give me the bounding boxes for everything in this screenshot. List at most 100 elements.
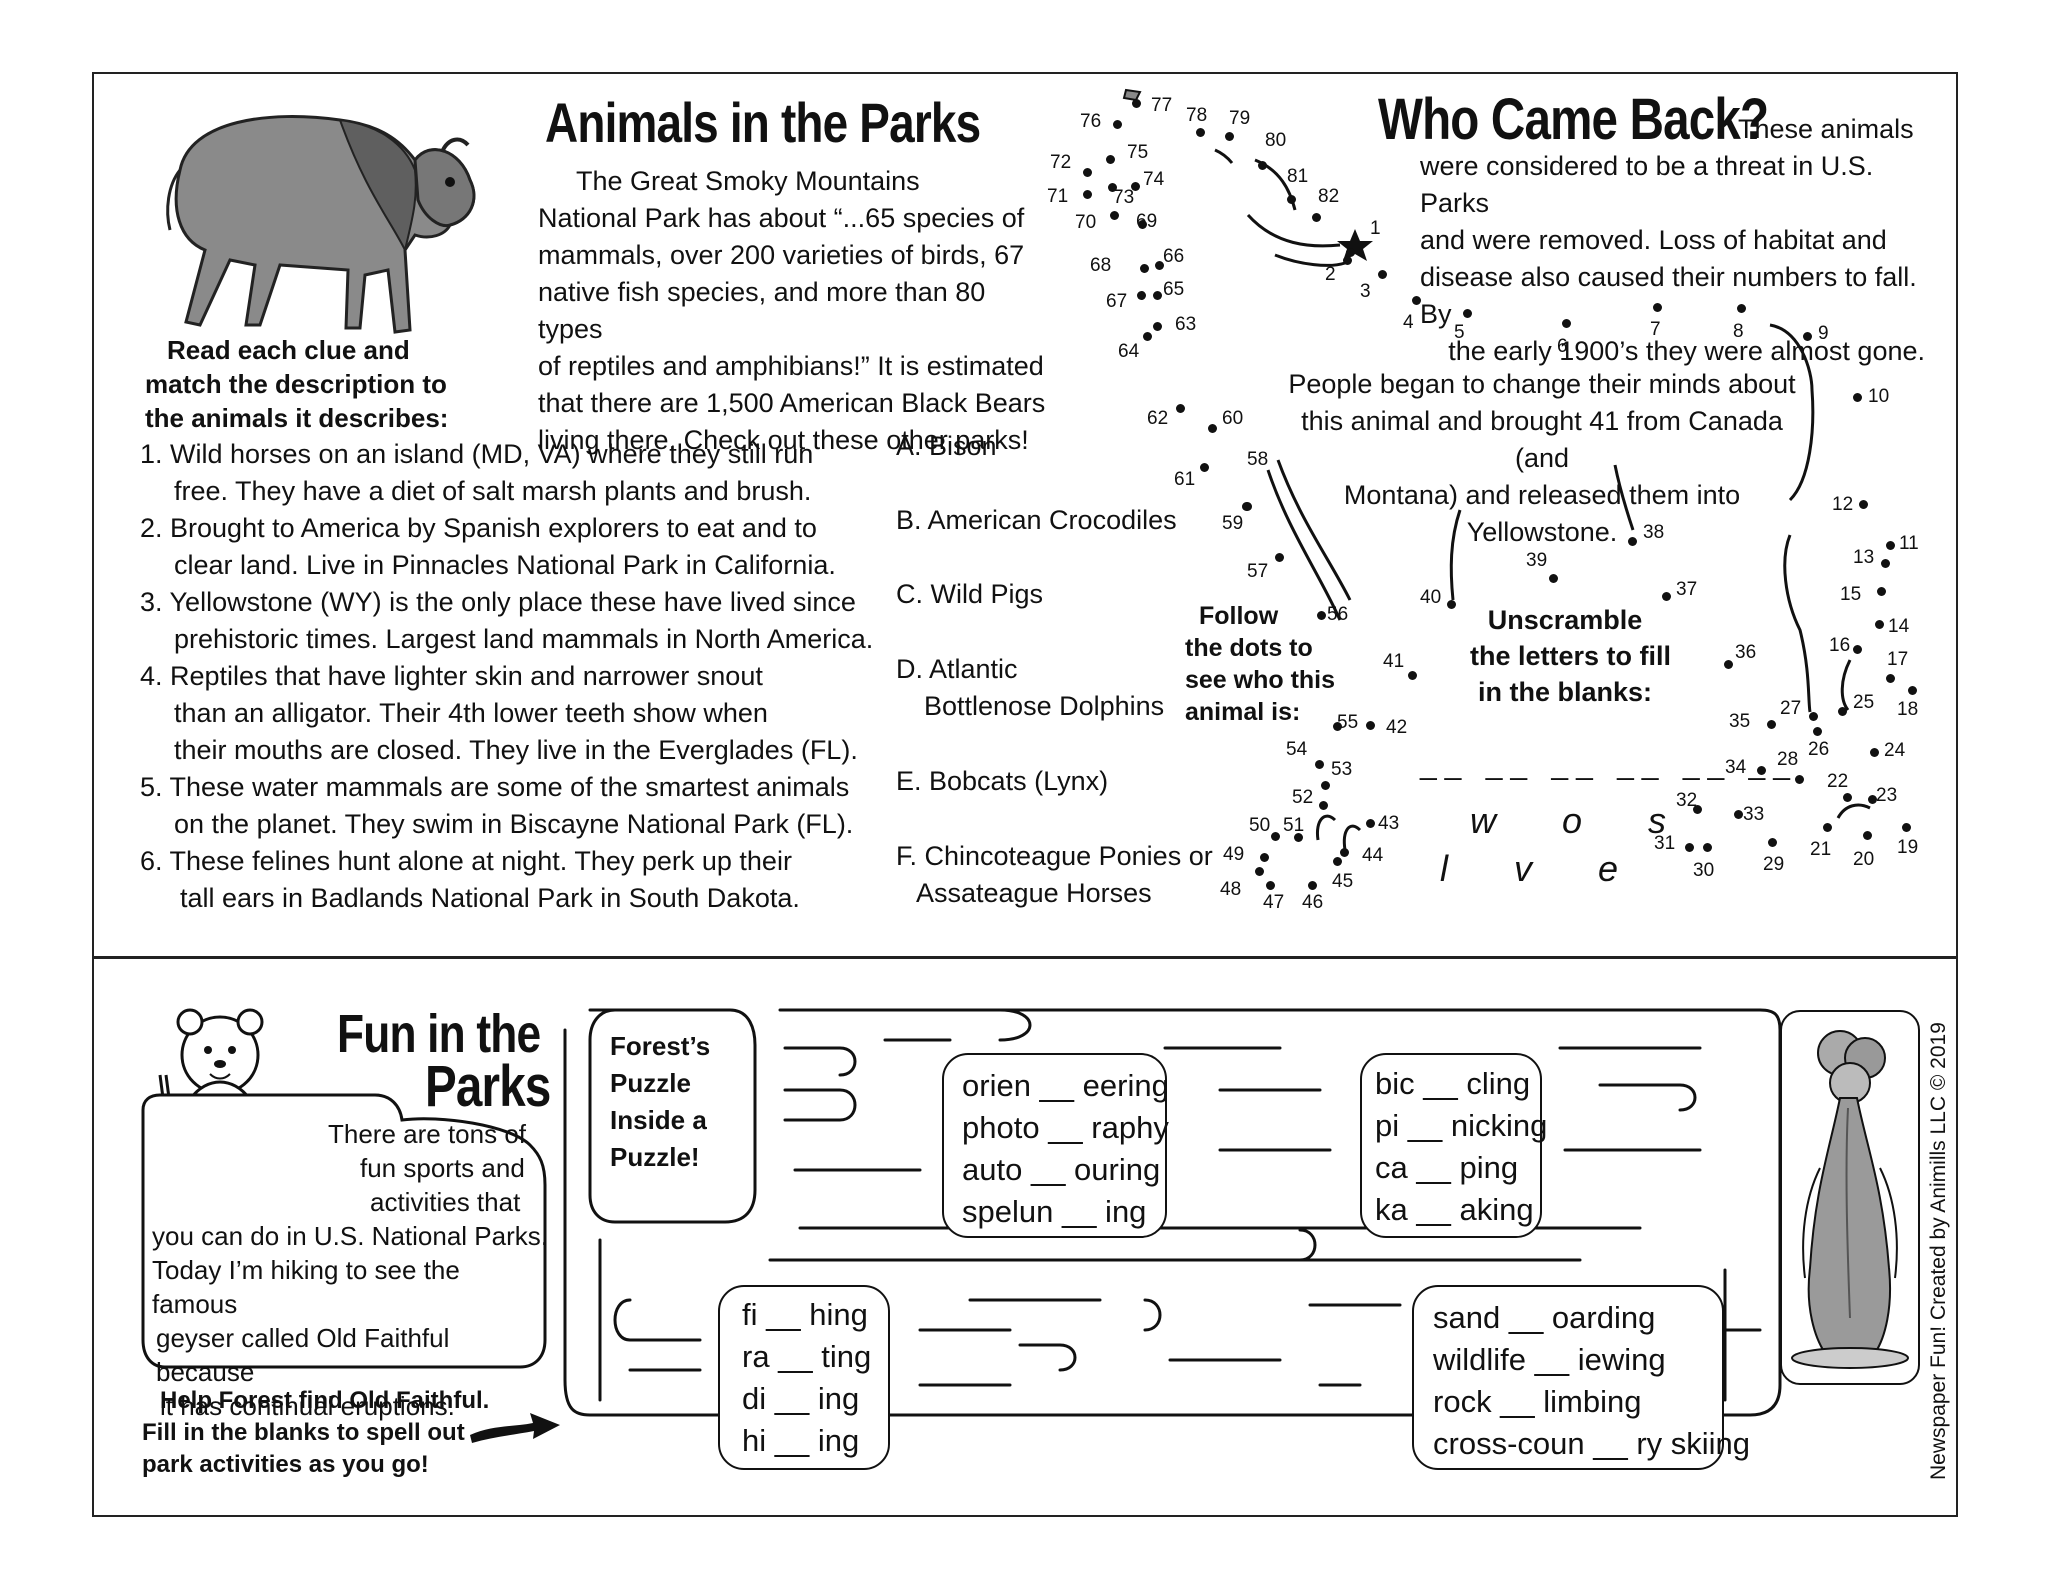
dot-number: 20 bbox=[1853, 849, 1875, 870]
puzzle-word: ka __ aking bbox=[1375, 1192, 1534, 1227]
dot-number: 47 bbox=[1263, 892, 1285, 913]
dot-number: 72 bbox=[1050, 152, 1072, 173]
dot-number: 63 bbox=[1175, 314, 1197, 335]
dot-number: 82 bbox=[1318, 186, 1340, 207]
dot-number: 9 bbox=[1818, 323, 1829, 344]
fun-title-line1: Fun in the bbox=[337, 1004, 541, 1064]
dot-number: 39 bbox=[1526, 550, 1548, 571]
who-intro-line: were considered to be a threat in U.S. P… bbox=[1420, 151, 1874, 218]
puzzle-box-3-text: fi __ hing ra __ ting di __ ing hi __ in… bbox=[742, 1294, 871, 1462]
dot-number: 43 bbox=[1378, 813, 1400, 834]
puzzle-box-2-text: bic __ cling pi __ nicking ca __ ping ka… bbox=[1375, 1063, 1547, 1231]
dot bbox=[1886, 541, 1895, 550]
instruction-line: the animals it describes: bbox=[145, 403, 449, 433]
intro-line: of reptiles and amphibians!” It is estim… bbox=[538, 351, 1044, 381]
dot-number: 31 bbox=[1654, 833, 1676, 854]
clue-list: 1. Wild horses on an island (MD, VA) whe… bbox=[140, 436, 873, 917]
who-title: Who Came Back? bbox=[1378, 87, 1769, 152]
dot-number: 38 bbox=[1643, 522, 1665, 543]
dot-number: 50 bbox=[1249, 815, 1271, 836]
answer-blanks: __ __ __ __ __ __ bbox=[1420, 748, 1798, 781]
dot-number: 44 bbox=[1362, 845, 1384, 866]
puzzle-word: auto __ ouring bbox=[962, 1152, 1161, 1187]
follow-line: animal is: bbox=[1185, 698, 1301, 726]
dot bbox=[1346, 248, 1355, 257]
puzzle-word: wildlife __ iewing bbox=[1433, 1342, 1666, 1377]
dot-number: 46 bbox=[1302, 892, 1324, 913]
dot bbox=[1321, 781, 1330, 790]
help-line: Help Forest find Old Faithful. bbox=[160, 1387, 490, 1414]
dot bbox=[1333, 722, 1342, 731]
clue-item: 2. Brought to America by Spanish explore… bbox=[140, 510, 873, 584]
bubble-line: geyser called Old Faithful because bbox=[156, 1323, 450, 1387]
puzzle-box-4 bbox=[1412, 1285, 1724, 1470]
dot-number: 26 bbox=[1808, 739, 1830, 760]
bubble-line: Today I’m hiking to see the famous bbox=[152, 1255, 460, 1319]
dot-number: 67 bbox=[1106, 291, 1128, 312]
dot-number: 35 bbox=[1729, 711, 1751, 732]
dot bbox=[1132, 99, 1141, 108]
dot bbox=[1703, 843, 1712, 852]
dot bbox=[1110, 211, 1119, 220]
dot-number: 30 bbox=[1693, 860, 1715, 881]
clue-line: clear land. Live in Pinnacles National P… bbox=[174, 550, 836, 580]
puzzle-word: fi __ hing bbox=[742, 1297, 868, 1332]
dot bbox=[1271, 832, 1280, 841]
dot-number: 54 bbox=[1286, 739, 1308, 760]
dot bbox=[1378, 270, 1387, 279]
dot bbox=[1562, 319, 1571, 328]
clue-line: 1. Wild horses on an island (MD, VA) whe… bbox=[140, 439, 814, 469]
dot bbox=[1795, 775, 1804, 784]
dot bbox=[1343, 256, 1352, 265]
dot bbox=[1757, 766, 1766, 775]
follow-line: see who this bbox=[1185, 666, 1336, 694]
dot bbox=[1823, 823, 1832, 832]
intro-line: living there. Check out these other park… bbox=[538, 425, 1029, 455]
dot-number: 1 bbox=[1370, 218, 1381, 239]
arrow-icon bbox=[470, 1413, 560, 1443]
dot-number: 34 bbox=[1725, 757, 1747, 778]
answer-d: D. Atlantic Bottlenose Dolphins bbox=[896, 651, 1164, 725]
speech-bubble bbox=[141, 1093, 547, 1369]
dot-number: 29 bbox=[1763, 854, 1785, 875]
dot-number: 4 bbox=[1403, 312, 1414, 333]
dot bbox=[1340, 848, 1349, 857]
who-intro-line: and were removed. Loss of habitat and bbox=[1420, 225, 1887, 255]
puzzle-box-1 bbox=[942, 1053, 1167, 1238]
dot bbox=[1131, 182, 1140, 191]
who-middle: People began to change their minds about… bbox=[1282, 366, 1802, 551]
dot-number: 2 bbox=[1325, 264, 1336, 285]
dot bbox=[1106, 155, 1115, 164]
answer-line: F. Chincoteague Ponies or bbox=[896, 841, 1213, 871]
dot-number: 11 bbox=[1899, 533, 1919, 554]
dot-number: 10 bbox=[1868, 386, 1890, 407]
maze-help-text: Help Forest find Old Faithful. Fill in t… bbox=[142, 1385, 489, 1481]
dot-number: 77 bbox=[1151, 95, 1173, 116]
dot bbox=[1113, 120, 1122, 129]
dot bbox=[1868, 795, 1877, 804]
dot-number: 36 bbox=[1735, 642, 1757, 663]
dot bbox=[1877, 587, 1886, 596]
dot bbox=[1140, 264, 1149, 273]
dot bbox=[1317, 611, 1326, 620]
bubble-line: There are tons of bbox=[328, 1119, 526, 1149]
maze-label: Forest’s Puzzle Inside a Puzzle! bbox=[610, 1028, 710, 1176]
dot-number: 70 bbox=[1075, 212, 1097, 233]
dot-number: 65 bbox=[1163, 279, 1185, 300]
dot-number: 22 bbox=[1827, 771, 1849, 792]
intro-line: mammals, over 200 varieties of birds, 67 bbox=[538, 240, 1025, 270]
dot bbox=[1083, 168, 1092, 177]
dot bbox=[1200, 463, 1209, 472]
dot bbox=[1859, 500, 1868, 509]
dot-number: 32 bbox=[1676, 790, 1698, 811]
dot bbox=[1176, 404, 1185, 413]
clue-line: than an alligator. Their 4th lower teeth… bbox=[174, 698, 768, 728]
dot bbox=[1333, 857, 1342, 866]
dot-number: 13 bbox=[1853, 547, 1875, 568]
puzzle-word: sand __ oarding bbox=[1433, 1300, 1656, 1335]
unscramble-line: the letters to fill bbox=[1470, 641, 1672, 671]
dot bbox=[1803, 332, 1812, 341]
puzzle-word: photo __ raphy bbox=[962, 1110, 1169, 1145]
dot bbox=[1225, 132, 1234, 141]
